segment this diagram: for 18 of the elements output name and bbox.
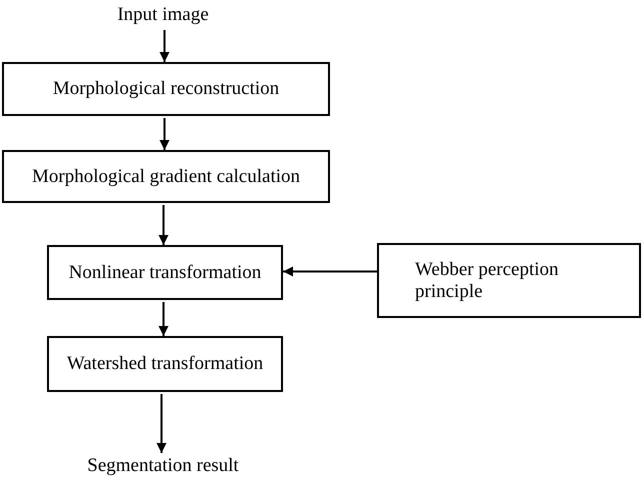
box-label: Watershed transformation — [66, 353, 264, 375]
process-box — [47, 336, 283, 392]
box-label: Nonlinear transformation — [68, 262, 262, 284]
box-label: Morphological reconstruction — [52, 78, 280, 100]
flow-label: Input image — [88, 2, 238, 28]
arrow — [158, 205, 168, 245]
box-label: Morphological gradient calculation — [32, 166, 300, 188]
arrow — [160, 30, 170, 62]
box-label: Webber perception principle — [415, 258, 560, 302]
process-box — [47, 245, 283, 300]
arrow — [160, 118, 170, 150]
process-box — [2, 150, 330, 203]
process-box — [377, 243, 641, 318]
arrow — [156, 394, 166, 453]
flow-label: Segmentation result — [68, 453, 258, 479]
arrow — [283, 266, 377, 276]
process-box — [2, 62, 330, 116]
arrow — [158, 302, 168, 336]
